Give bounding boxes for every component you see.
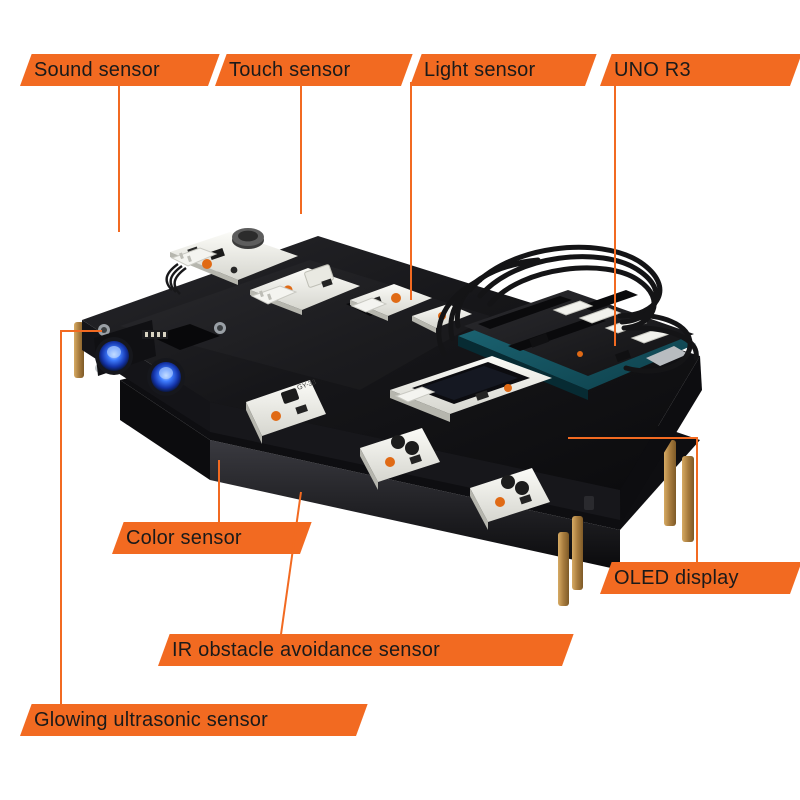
callout-touch-sensor[interactable]: Touch sensor [215, 54, 413, 86]
ir-sensor-module-2 [470, 468, 550, 530]
jumper-wire-bundle [436, 244, 699, 374]
product-photo: GY-33 [60, 140, 760, 620]
product-artwork: GY-33 [74, 228, 702, 606]
leader-oled-display-2 [696, 437, 698, 577]
brass-standoffs [74, 322, 694, 606]
callout-label: OLED display [614, 566, 739, 589]
leader-color-sensor-2 [218, 538, 244, 540]
callout-label: Glowing ultrasonic sensor [34, 708, 268, 731]
ultrasonic-sensor-module [94, 320, 185, 396]
ultrasonic-pin-header [142, 330, 168, 339]
leader-color-sensor [218, 460, 220, 540]
chassis-right-edge [584, 356, 702, 522]
callout-label: Color sensor [126, 526, 242, 549]
leader-ultrasonic-2 [60, 330, 102, 332]
uno-r3-board [458, 290, 696, 400]
callout-label: Light sensor [424, 58, 536, 81]
oled-display-module [390, 356, 552, 422]
callout-label: Touch sensor [229, 58, 351, 81]
callout-label: IR obstacle avoidance sensor [172, 638, 440, 661]
leader-touch-sensor [300, 82, 302, 214]
ir-sensor-module-1 [360, 428, 440, 490]
sound-sensor-wires [165, 263, 187, 295]
callout-oled-display[interactable]: OLED display [600, 562, 800, 594]
callout-label: UNO R3 [614, 58, 691, 81]
callout-label: Sound sensor [34, 58, 160, 81]
touch-sensor-module [250, 264, 360, 315]
leader-oled-display [568, 437, 698, 439]
leader-sound-sensor [118, 82, 120, 232]
sound-sensor-module [170, 228, 298, 285]
callout-ultrasonic-sensor[interactable]: Glowing ultrasonic sensor [20, 704, 368, 736]
callout-color-sensor[interactable]: Color sensor [112, 522, 312, 554]
callout-uno-r3[interactable]: UNO R3 [600, 54, 800, 86]
callout-light-sensor[interactable]: Light sensor [410, 54, 597, 86]
callout-ir-sensor[interactable]: IR obstacle avoidance sensor [158, 634, 574, 666]
leader-ultrasonic [60, 330, 62, 710]
callout-sound-sensor[interactable]: Sound sensor [20, 54, 220, 86]
leader-uno-r3 [614, 82, 616, 346]
leader-light-sensor [410, 82, 412, 300]
color-sensor-module: GY-33 [246, 379, 326, 444]
